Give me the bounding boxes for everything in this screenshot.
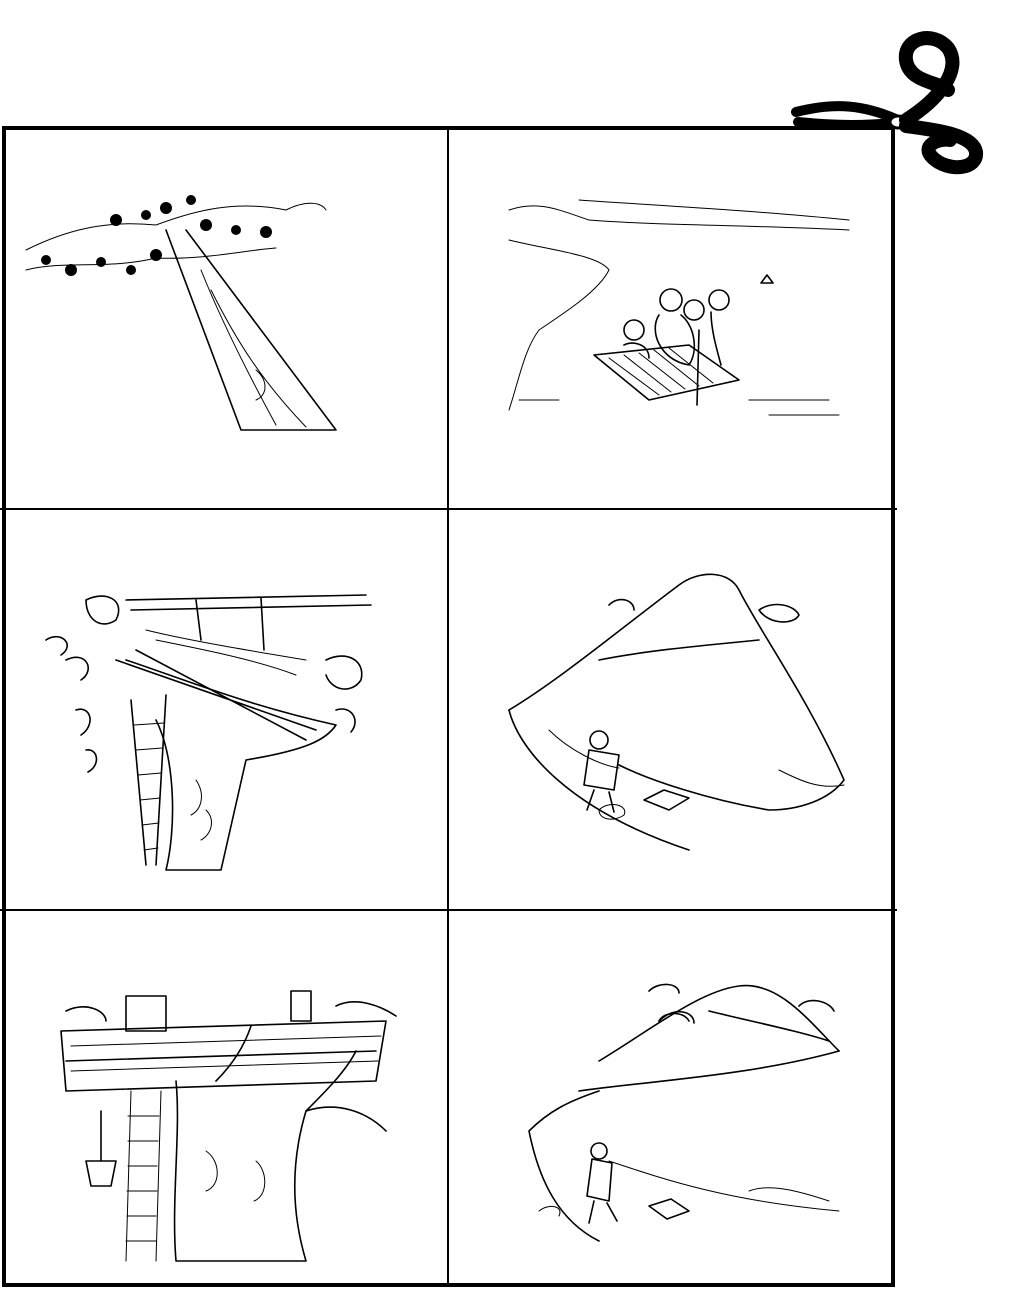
raft-on-river-picture [508,199,850,416]
scissors-icon [791,31,983,175]
card-treehouse-from-below[interactable] [6,510,445,909]
hill-trail-picture [528,983,840,1242]
treehouse-deck-picture [45,594,372,871]
row-divider [0,508,897,510]
treehouse-picture [60,990,397,1262]
card-tree-looking-up[interactable] [6,130,445,508]
hill-path-picture [508,573,845,851]
card-treehouse-in-tree[interactable] [6,911,445,1287]
row-divider [0,909,897,911]
card-kids-on-raft[interactable] [449,130,895,508]
tall-tree-picture [25,195,337,431]
card-hiker-on-hill-path[interactable] [449,911,895,1287]
cut-out-card-sheet [0,126,897,1287]
card-hiker-at-hill-base[interactable] [449,510,895,909]
column-divider [447,130,449,1287]
